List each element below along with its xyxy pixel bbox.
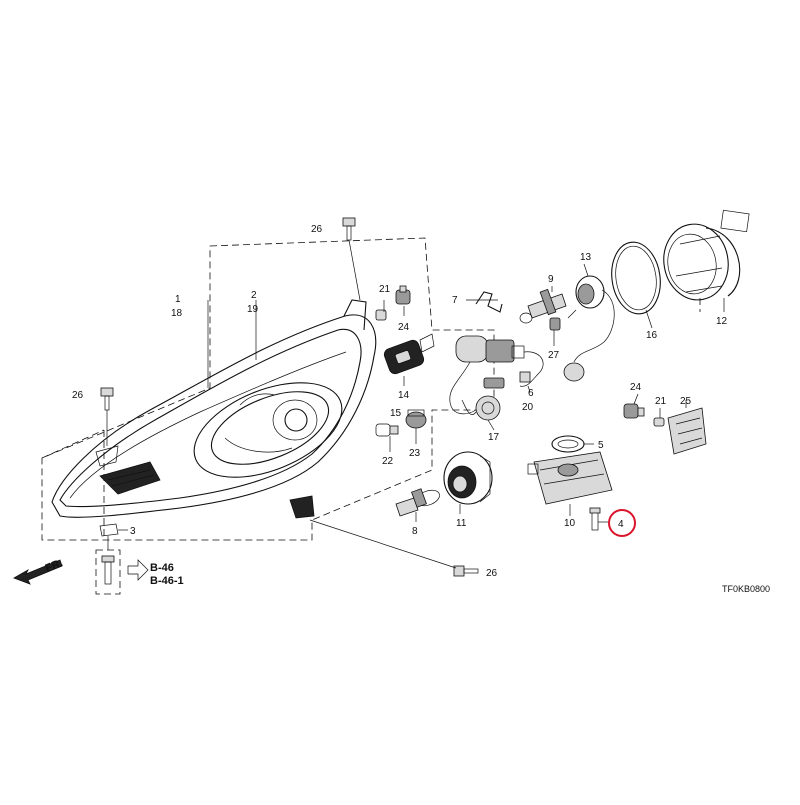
label-10[interactable]: 10	[564, 518, 576, 529]
label-26-top[interactable]: 26	[311, 224, 323, 235]
part-14-socket[interactable]	[383, 333, 435, 375]
clip-3[interactable]	[95, 523, 128, 595]
label-26-left[interactable]: 26	[72, 390, 84, 401]
part-11-cover[interactable]	[443, 451, 493, 505]
part-23-socket[interactable]	[405, 409, 427, 429]
bulb-21-right[interactable]	[653, 408, 665, 427]
drawing-code: TF0KB0800	[722, 584, 770, 594]
label-26-bottom[interactable]: 26	[486, 568, 498, 579]
leveling-motor[interactable]	[449, 335, 544, 415]
label-13[interactable]: 13	[580, 252, 592, 263]
reference-arrow[interactable]: B-46 B-46-1	[127, 559, 184, 587]
label-1[interactable]: 1	[175, 294, 181, 305]
ref-b46-1[interactable]: B-46-1	[150, 575, 184, 587]
label-7[interactable]: 7	[452, 295, 458, 306]
label-11[interactable]: 11	[456, 518, 467, 529]
label-25[interactable]: 25	[680, 396, 692, 407]
socket-24-top[interactable]	[395, 285, 411, 305]
label-24-top[interactable]: 24	[398, 322, 410, 333]
label-19[interactable]: 19	[247, 304, 259, 315]
part-10-ballast[interactable]	[527, 451, 613, 516]
bolt-26-top[interactable]	[342, 217, 361, 301]
part-7-clip[interactable]	[475, 291, 503, 313]
part-9-bulb[interactable]	[519, 288, 567, 324]
label-8[interactable]: 8	[412, 526, 418, 537]
part-27-clip[interactable]	[549, 317, 561, 331]
part-22-bulb[interactable]	[375, 423, 399, 437]
label-22[interactable]: 22	[382, 456, 394, 467]
label-16[interactable]: 16	[646, 330, 658, 341]
label-12[interactable]: 12	[716, 316, 728, 327]
ref-b46[interactable]: B-46	[150, 562, 174, 574]
socket-24-right[interactable]	[623, 393, 645, 419]
bolt-26-bottom[interactable]	[453, 565, 479, 577]
label-9[interactable]: 9	[548, 274, 554, 285]
part-13-igniter[interactable]	[563, 263, 615, 382]
label-6[interactable]: 6	[528, 388, 534, 399]
part-12-rear-cover[interactable]	[658, 209, 750, 312]
label-18[interactable]: 18	[171, 308, 183, 319]
part-labels: 1 18 2 19 26 26 26 3 21 24 14 15 22 23 7…	[72, 224, 728, 579]
part-25-side-marker[interactable]	[667, 400, 707, 455]
part-17-bulb[interactable]	[461, 395, 501, 421]
label-20[interactable]: 20	[522, 402, 534, 413]
label-15[interactable]: 15	[390, 408, 402, 419]
part-4-screw[interactable]	[589, 507, 636, 537]
label-24-right[interactable]: 24	[630, 382, 642, 393]
label-3[interactable]: 3	[130, 526, 136, 537]
front-direction-arrow: FR.	[13, 557, 65, 585]
bolt-26-left[interactable]	[100, 387, 114, 446]
part-5-gasket[interactable]	[551, 435, 594, 453]
assembly-inner-outline	[41, 429, 105, 540]
label-2[interactable]: 2	[251, 290, 257, 301]
leader-lines	[207, 286, 555, 522]
label-17[interactable]: 17	[488, 432, 500, 443]
bulb-21-top[interactable]	[375, 309, 387, 321]
label-14[interactable]: 14	[398, 390, 410, 401]
label-5[interactable]: 5	[598, 440, 604, 451]
label-4[interactable]: 4	[618, 519, 624, 530]
label-23[interactable]: 23	[409, 448, 421, 459]
part-4-highlight-ring	[608, 509, 636, 537]
label-21-top[interactable]: 21	[379, 284, 391, 295]
front-label: FR.	[44, 557, 65, 575]
part-8-bulb[interactable]	[395, 487, 442, 517]
headlight-housing[interactable]	[51, 299, 377, 519]
part-16-ring[interactable]	[607, 239, 665, 317]
label-21-right[interactable]: 21	[655, 396, 667, 407]
label-27[interactable]: 27	[548, 350, 560, 361]
